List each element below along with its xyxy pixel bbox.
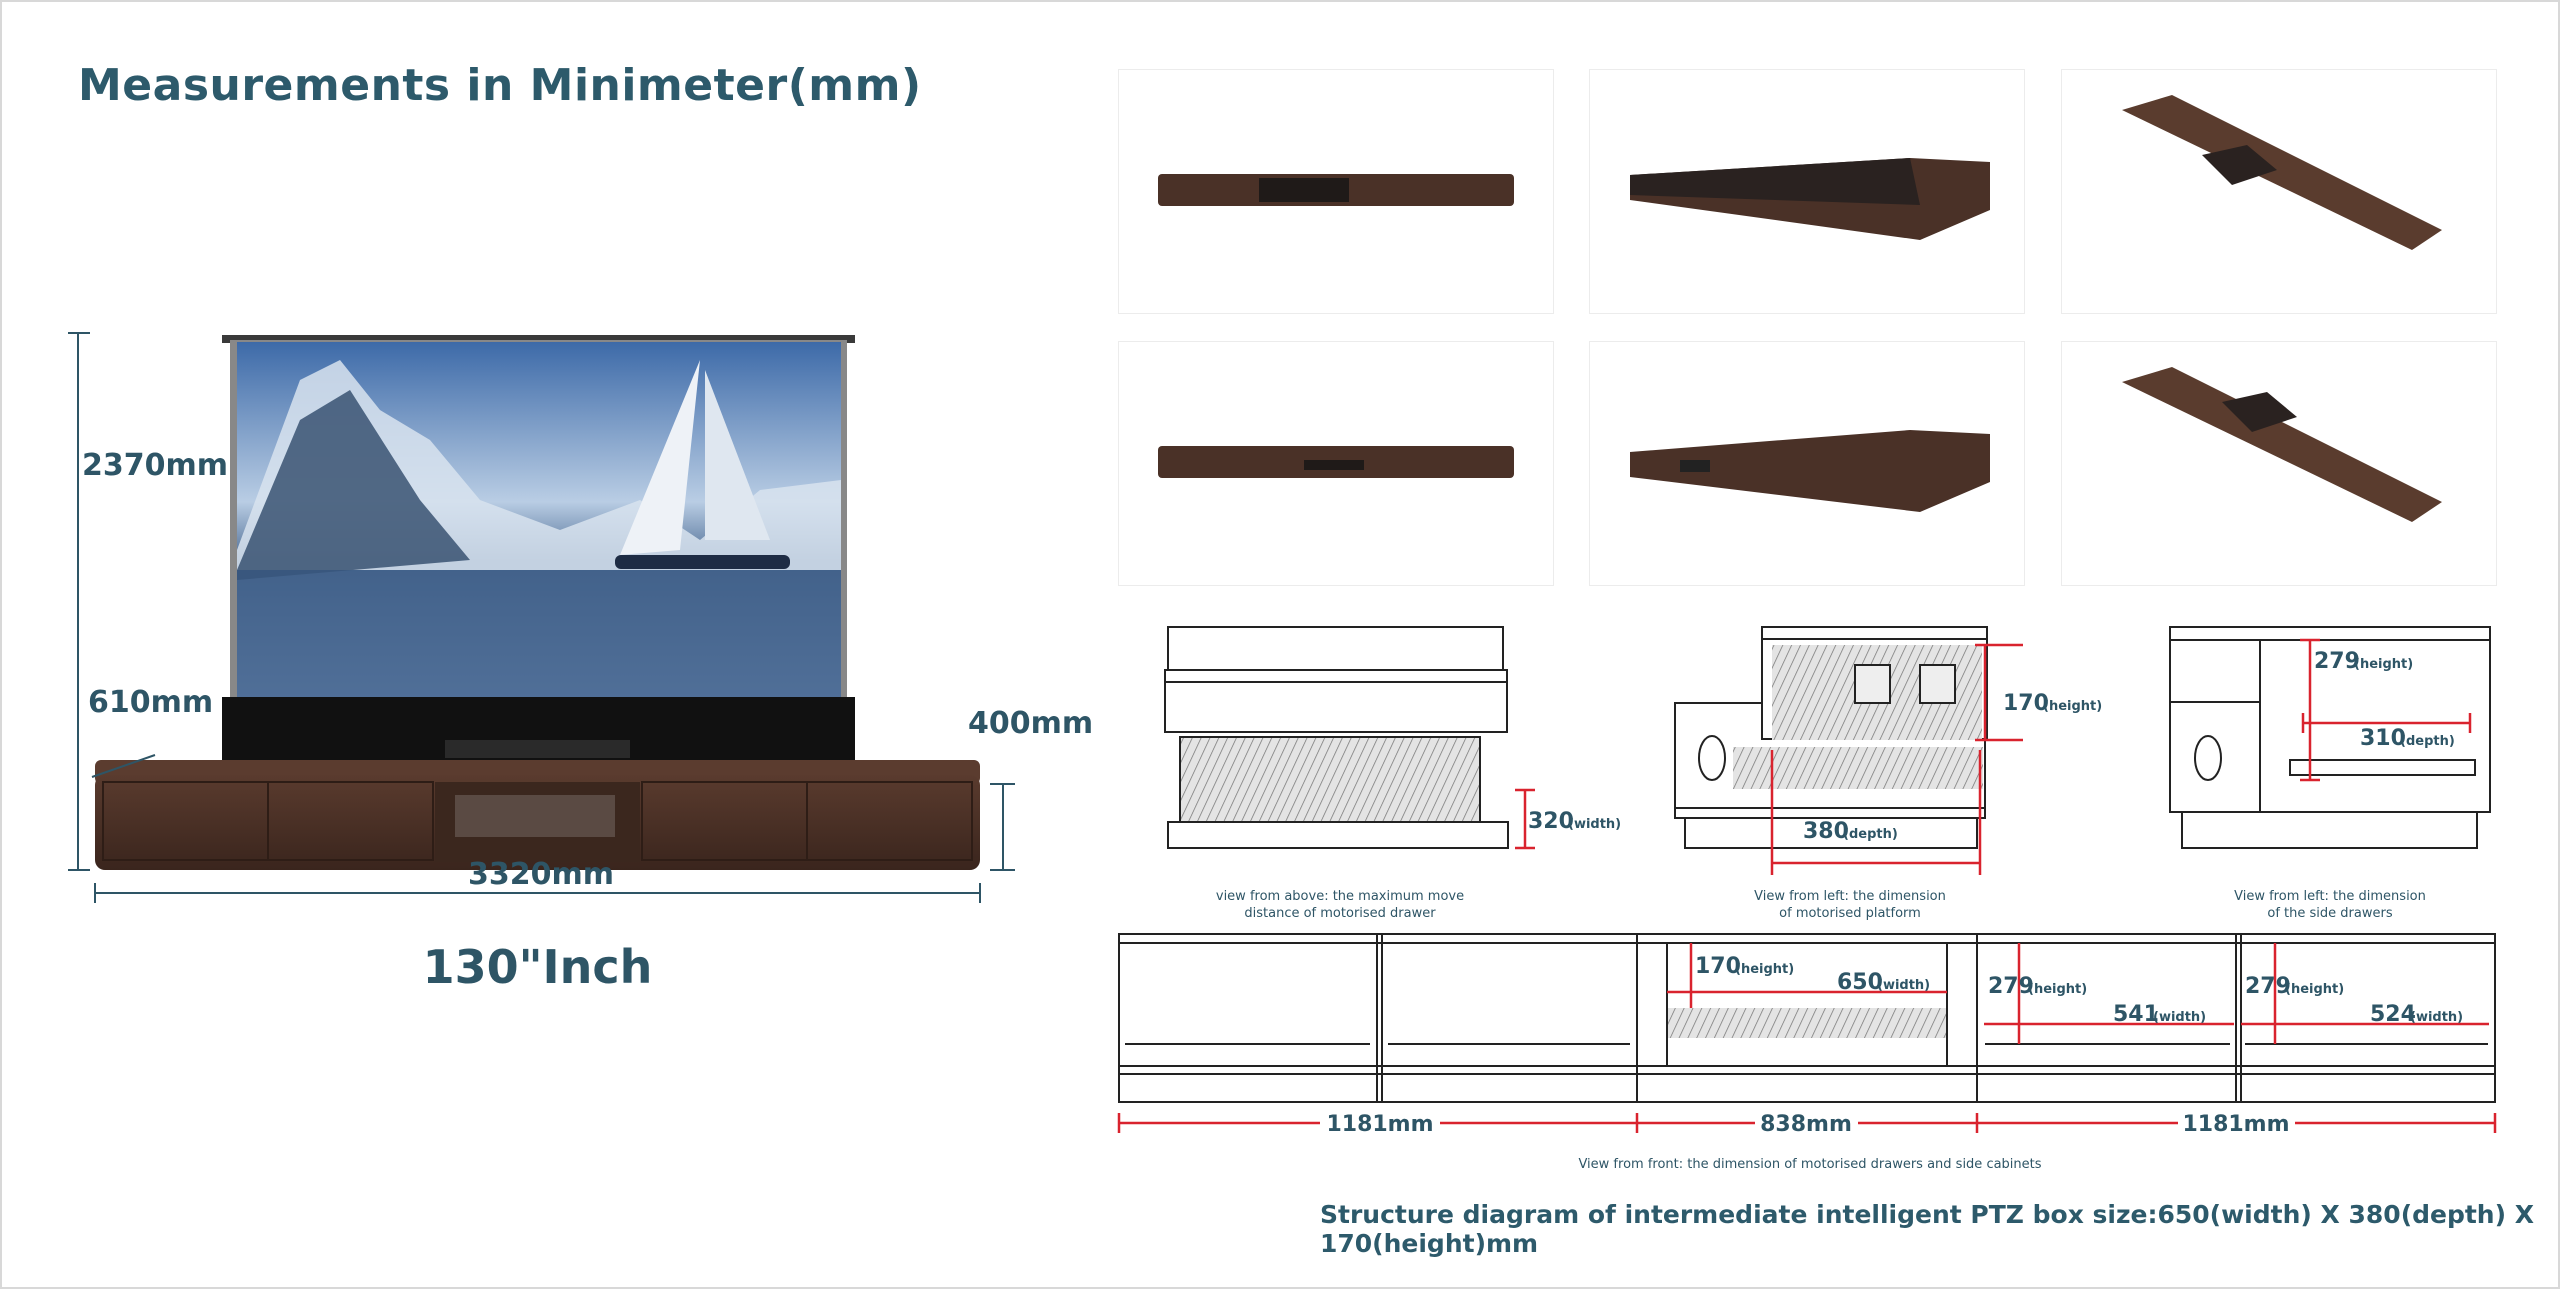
front-center-segment-label: 838mm (1760, 1112, 1852, 1137)
boat-icon (615, 555, 790, 569)
side-drawer-depth-value: 310 (2360, 726, 2406, 751)
front-center-height-value: 170 (1695, 954, 1741, 979)
front-left-segment-label: 1181mm (1326, 1112, 1433, 1137)
speaker-grille (455, 795, 615, 837)
front-center-width-unit: (width) (1877, 978, 1930, 993)
platform-depth-value: 380 (1803, 819, 1849, 844)
front-right2-height-value: 279 (2245, 974, 2291, 999)
side-drawer-depth-unit: (depth) (2400, 734, 2455, 749)
product-photo-angle-closed (1589, 69, 2025, 314)
platform-depth-unit: (depth) (1843, 827, 1898, 842)
product-illustration (68, 332, 1015, 903)
footer-structure-note: Structure diagram of intermediate intell… (1320, 1200, 2535, 1258)
front-view-drawing (1118, 933, 2496, 1103)
product-photo-front-open (1118, 341, 1554, 586)
cabinet-height-dimension-label: 400mm (968, 706, 1094, 741)
platform-height-unit: (height) (2043, 699, 2102, 714)
side-drawer-height-unit: (height) (2354, 657, 2413, 672)
front-right-segment-label: 1181mm (2182, 1112, 2289, 1137)
front-right1-height-value: 279 (1988, 974, 2034, 999)
product-photo-top-open (2061, 341, 2497, 586)
front-center-width-value: 650 (1837, 970, 1883, 995)
top-view-drawing (1164, 626, 1509, 849)
front-right2-width-value: 524 (2370, 1002, 2416, 1027)
front-right2-height-unit: (height) (2285, 982, 2344, 997)
side-drawer-height-value: 279 (2314, 649, 2360, 674)
front-right2-width-unit: (width) (2410, 1010, 2463, 1025)
product-photo-front-closed (1118, 69, 1554, 314)
top-view-width-unit: (width) (1568, 817, 1621, 832)
screen-size-label: 130"Inch (422, 940, 653, 994)
top-view-width-value: 320 (1528, 809, 1574, 834)
width-dimension-label: 3320mm (468, 857, 615, 892)
sail-icon (620, 360, 700, 555)
top-view-caption: view from above: the maximum move distan… (1215, 889, 1465, 921)
platform-height-value: 170 (2003, 691, 2049, 716)
front-right1-width-unit: (width) (2153, 1010, 2206, 1025)
front-right1-height-unit: (height) (2028, 982, 2087, 997)
platform-view-drawing (1674, 626, 1988, 849)
product-photo-angle-open (1589, 341, 2025, 586)
front-view-caption: View from front: the dimension of motori… (1578, 1157, 2042, 1172)
page-title: Measurements in Minimeter(mm) (78, 60, 922, 111)
product-photo-top-closed (2061, 69, 2497, 314)
depth-dimension-label: 610mm (88, 685, 214, 720)
screen-top-bar (222, 335, 855, 343)
side-drawer-view-drawing (2169, 626, 2491, 849)
front-center-height-unit: (height) (1735, 962, 1794, 977)
platform-view-caption: View from left: the dimension of motoris… (1754, 889, 1946, 921)
side-drawer-view-caption: View from left: the dimension of the sid… (2234, 889, 2426, 921)
height-dimension-label: 2370mm (82, 448, 229, 483)
front-right1-width-value: 541 (2113, 1002, 2159, 1027)
